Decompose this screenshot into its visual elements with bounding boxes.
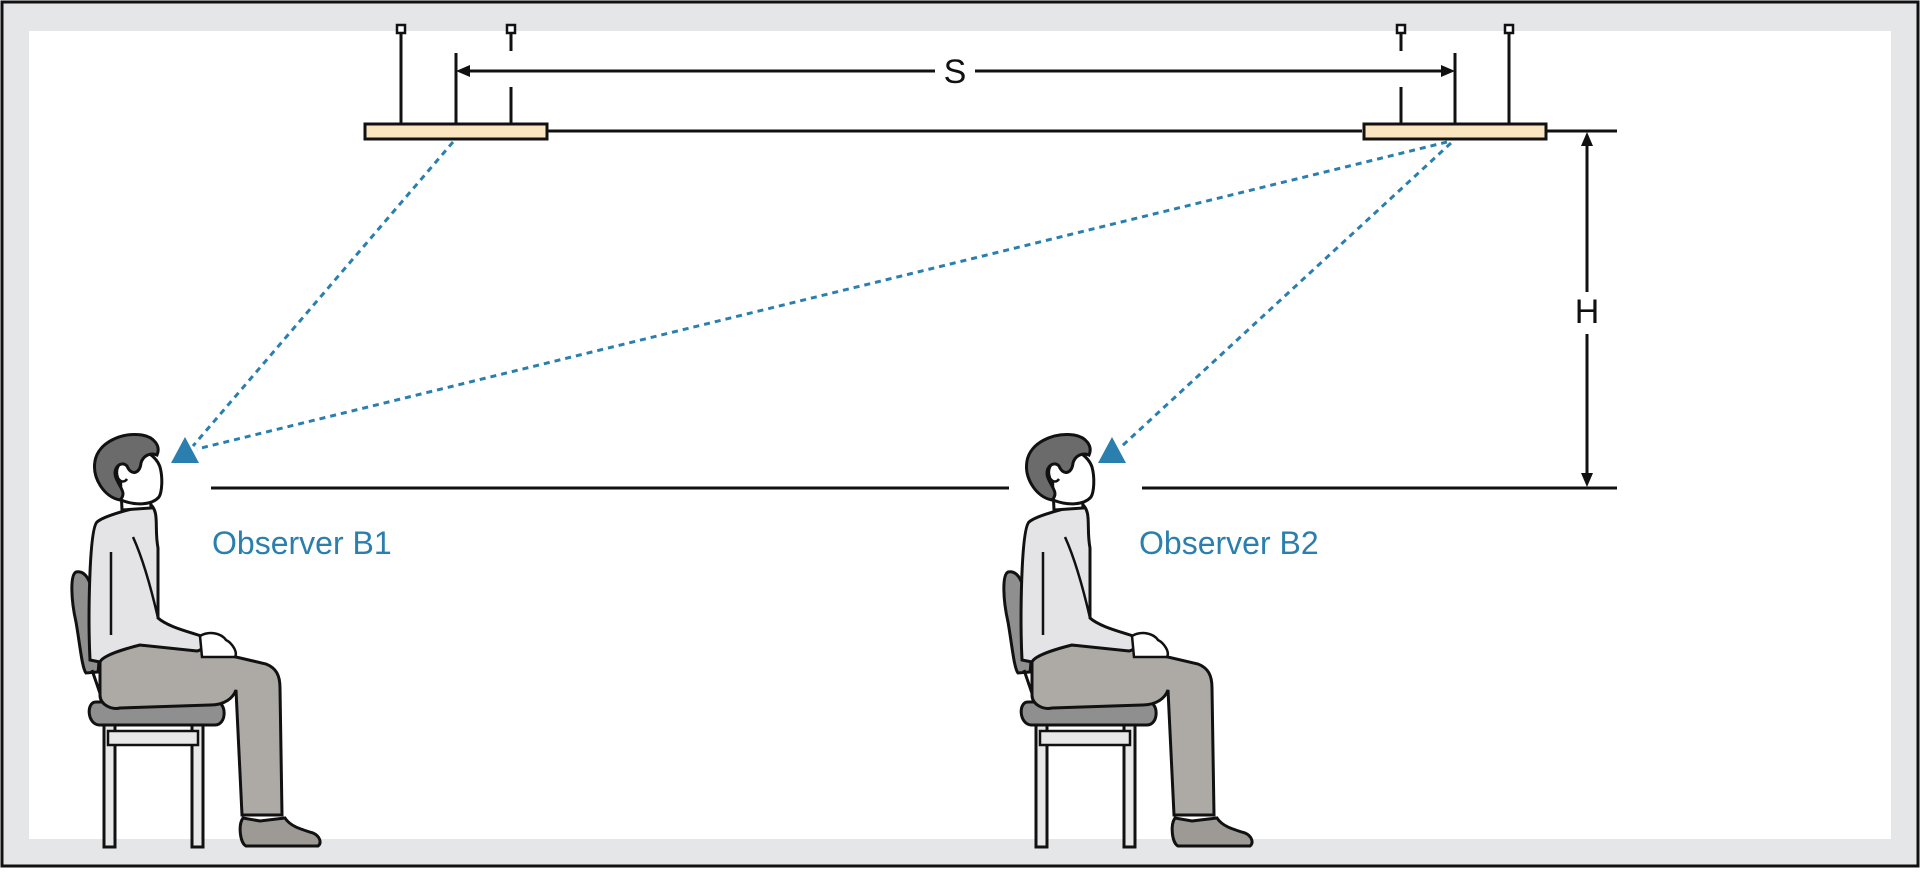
- sight-lines: [191, 140, 1453, 451]
- spacing-label: S: [944, 53, 967, 91]
- sight-line-b2-luminaire-2: [1120, 141, 1453, 448]
- observer-b1-label: Observer B1: [212, 525, 392, 561]
- height-label: H: [1575, 293, 1600, 331]
- luminaire-2: [1362, 23, 1548, 141]
- luminaire-icon: [1362, 122, 1548, 141]
- sight-line-b1-luminaire-1: [191, 141, 455, 447]
- observer-eye-marker-icon: [171, 437, 199, 463]
- spacing-dimension: S: [456, 53, 1455, 91]
- observer-eye-marker-icon: [1098, 437, 1126, 463]
- luminaire-1: [363, 23, 549, 141]
- observer-b2-label: Observer B2: [1139, 525, 1319, 561]
- height-dimension: H: [1575, 132, 1600, 487]
- sight-line-b1-luminaire-2: [196, 140, 1448, 451]
- luminaire-icon: [363, 122, 549, 141]
